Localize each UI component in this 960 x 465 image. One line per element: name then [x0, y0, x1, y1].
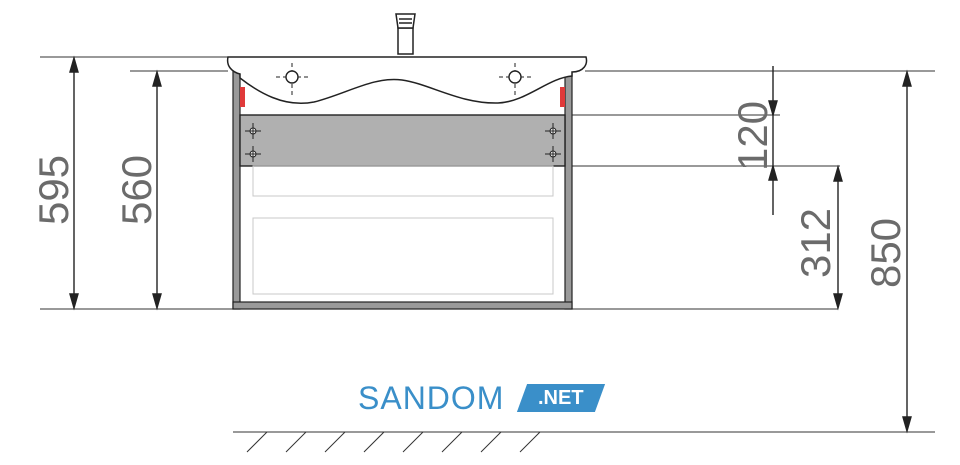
screw-icon — [545, 123, 561, 139]
dim-body-height: 560 — [113, 155, 160, 225]
screw-icon — [245, 123, 261, 139]
faucet-icon — [395, 13, 416, 55]
watermark-suffix: .NET — [538, 387, 584, 409]
cabinet-bottom — [232, 301, 573, 310]
dim-mount-height: 312 — [792, 208, 839, 278]
watermark-brand: SANDOM — [358, 380, 505, 416]
cabinet-side-left — [232, 70, 241, 310]
watermark-suffix-badge: .NET — [516, 384, 606, 412]
accent-mark-left — [240, 87, 245, 107]
extension-lines — [40, 56, 935, 433]
screw-icon — [545, 146, 561, 162]
dim-floor-height: 850 — [862, 218, 909, 288]
drawer-outline-upper — [252, 165, 554, 197]
cabinet — [232, 70, 573, 310]
drawer-outline-lower — [252, 217, 554, 295]
screw-icon — [245, 146, 261, 162]
drawer-panel — [239, 114, 566, 167]
tap-hole-left — [276, 63, 308, 95]
dim-total-height: 595 — [30, 155, 77, 225]
dimension-lines — [69, 55, 912, 434]
sink-top — [226, 56, 588, 104]
dim-drawer-height: 120 — [729, 101, 776, 171]
accent-mark-right — [560, 87, 565, 107]
tap-hole-right — [499, 63, 531, 95]
cabinet-side-right — [564, 70, 573, 310]
screw-marks — [245, 123, 561, 162]
floor-hatch — [246, 431, 541, 453]
